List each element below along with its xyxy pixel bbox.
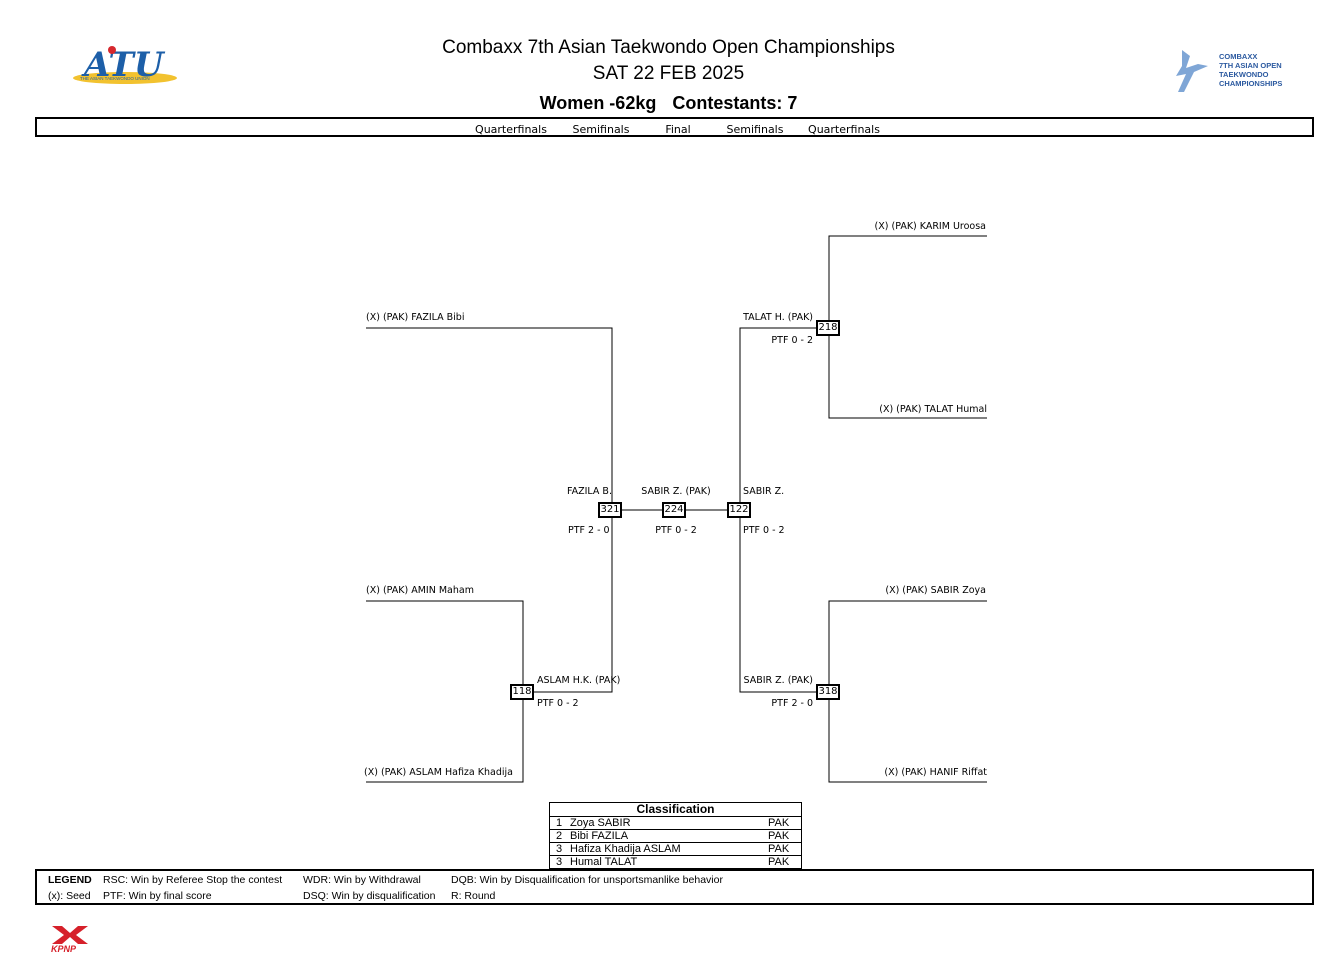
combaxx-logo-line-4: CHAMPIONSHIPS [1219,79,1283,88]
classification-name: Humal TALAT [570,856,638,868]
legend-dsq: DSQ: Win by disqualification [303,890,436,902]
classification-table: Classification 1 Zoya SABIR PAK 2 Bibi F… [549,802,802,869]
entrant-left-3: (X) (PAK) ASLAM Hafiza Khadija [364,767,513,778]
legend-box: LEGEND (x): Seed RSC: Win by Referee Sto… [35,869,1314,905]
atu-logo-letters: ATU [81,45,166,85]
contestants-label: Contestants: 7 [672,93,798,113]
kpnp-logo: KPNP [50,924,92,958]
classification-nat: PAK [768,856,790,868]
match-winner-label: SABIR Z. (PAK) [743,675,813,686]
combaxx-logo-line-1: COMBAXX [1219,52,1258,61]
classification-name: Hafiza Khadija ASLAM [570,843,681,855]
match-score-label: PTF 2 - 0 [771,698,813,709]
kpnp-logo-icon [52,926,88,944]
classification-row: 3 Humal TALAT PAK [550,856,801,868]
category-header: Women -62kg Contestants: 7 [0,93,1337,114]
match-number-box: 321 [598,502,622,518]
match-winner-label: FAZILA B. [567,486,612,497]
match-score-label: PTF 0 - 2 [771,335,813,346]
legend-rsc: RSC: Win by Referee Stop the contest [103,874,283,886]
combaxx-logo-line-2: 7TH ASIAN OPEN [1219,61,1282,70]
round-label-left-qf: Quarterfinals [475,123,547,136]
entrant-right-2: (X) (PAK) TALAT Humal [879,404,987,415]
match-winner-label: SABIR Z. [743,486,785,497]
atu-logo-subtext: THE ASIAN TAEKWONDO UNION [80,76,150,81]
round-label-final: Final [665,123,691,136]
classification-row: 1 Zoya SABIR PAK [550,817,801,830]
match-score-label: PTF 2 - 0 [568,525,610,536]
classification-name: Zoya SABIR [570,817,631,829]
entrant-right-1: (X) (PAK) KARIM Uroosa [874,221,986,232]
entrant-right-3: (X) (PAK) SABIR Zoya [885,585,986,596]
final-score-label: PTF 0 - 2 [655,525,697,536]
classification-row: 3 Hafiza Khadija ASLAM PAK [550,843,801,856]
round-label-right-qf: Quarterfinals [808,123,880,136]
atu-logo: ATU THE ASIAN TAEKWONDO UNION [70,40,180,88]
classification-rank: 3 [556,843,563,855]
kpnp-logo-text: KPNP [51,944,77,954]
combaxx-athlete-icon [1176,50,1208,92]
combaxx-logo: COMBAXX 7TH ASIAN OPEN TAEKWONDO CHAMPIO… [1172,46,1282,96]
match-number-box: 218 [816,320,840,336]
atu-logo-graphic: ATU [73,45,177,85]
match-number-box: 122 [727,502,751,518]
classification-rank: 3 [556,856,563,868]
match-number-box: 118 [510,684,534,700]
legend-round: R: Round [451,890,496,902]
entrant-right-4: (X) (PAK) HANIF Riffat [884,767,987,778]
event-title: Combaxx 7th Asian Taekwondo Open Champio… [442,37,895,58]
classification-nat: PAK [768,830,790,842]
match-number-box: 318 [816,684,840,700]
match-score-label: PTF 0 - 2 [743,525,785,536]
combaxx-logo-line-3: TAEKWONDO [1219,70,1269,79]
match-winner-label: ASLAM H.K. (PAK) [537,675,621,686]
legend-wdr: WDR: Win by Withdrawal [303,874,421,886]
round-label-left-sf: Semifinals [572,123,630,136]
classification-rank: 1 [556,817,563,829]
entrant-left-2: (X) (PAK) AMIN Maham [366,585,474,596]
round-header-bar: Quarterfinals Semifinals Final Semifinal… [35,117,1314,137]
event-date: SAT 22 FEB 2025 [592,63,745,84]
classification-title: Classification [550,803,801,817]
final-winner-label: SABIR Z. (PAK) [641,486,711,497]
classification-rank: 2 [556,830,563,842]
match-score-label: PTF 0 - 2 [537,698,579,709]
classification-nat: PAK [768,817,790,829]
entrant-left-1: (X) (PAK) FAZILA Bibi [366,312,465,323]
final-match-box: 224 [662,502,686,518]
legend-seed: (x): Seed [48,890,91,902]
match-winner-label: TALAT H. (PAK) [743,312,813,323]
classification-row: 2 Bibi FAZILA PAK [550,830,801,843]
round-label-right-sf: Semifinals [726,123,784,136]
classification-name: Bibi FAZILA [570,830,629,842]
classification-nat: PAK [768,843,790,855]
legend-dqb: DQB: Win by Disqualification for unsport… [451,874,723,886]
legend-ptf: PTF: Win by final score [103,890,212,902]
legend-title: LEGEND [48,874,92,886]
category-label: Women -62kg [539,93,657,113]
